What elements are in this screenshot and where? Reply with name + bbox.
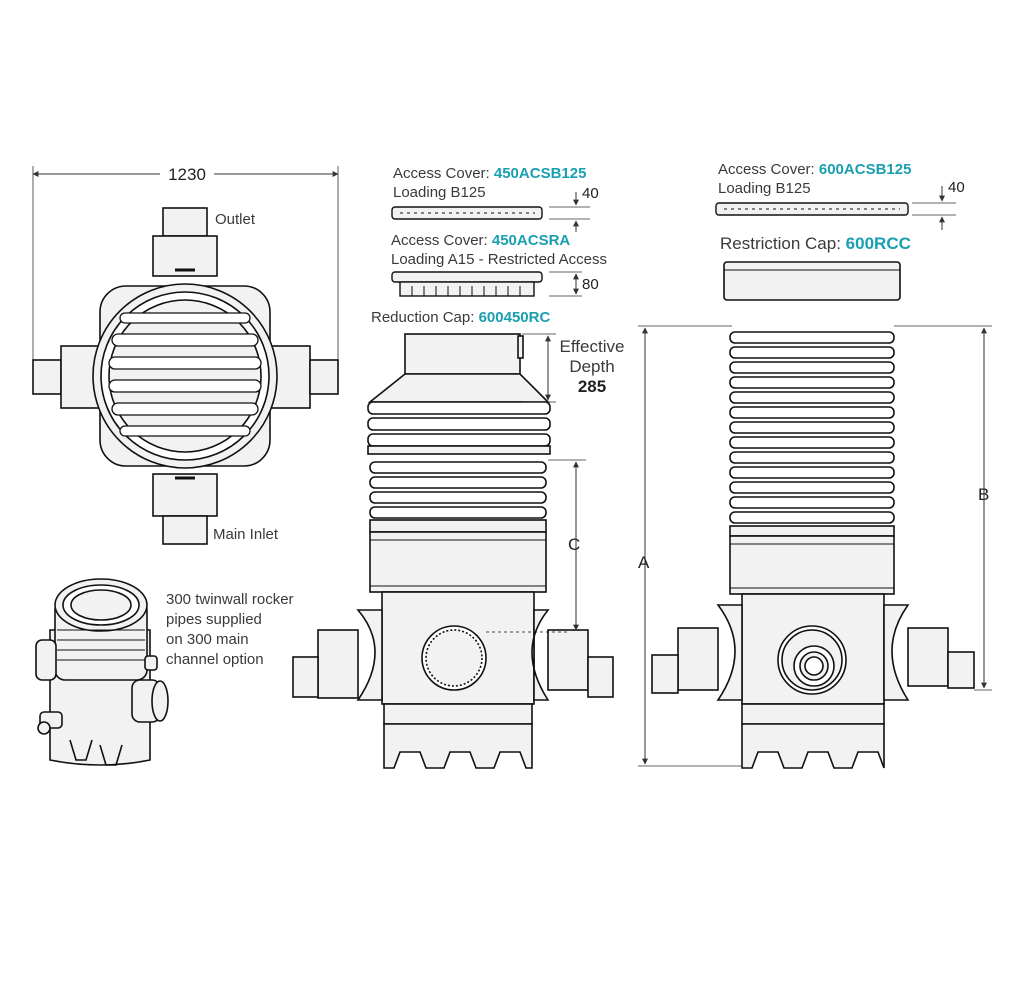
dim-c-label: C [568,535,580,554]
dim-a-label: A [638,553,650,572]
cover-450-b125-loading: Loading B125 [393,184,486,201]
note-line-4: channel option [166,651,264,668]
cover-450-b125-title: Access Cover: 450ACSB125 [393,165,586,182]
iso-view [35,578,169,766]
outlet-label: Outlet [215,211,256,228]
restriction-cap-title: Restriction Cap: 600RCC [720,234,911,253]
width-dimension-label: 1230 [168,165,206,184]
cover-450-b125 [391,206,543,220]
dim-b-label: B [978,485,989,504]
cover-450-a15-title: Access Cover: 450ACSRA [391,232,570,249]
plan-view [32,166,339,545]
note-line-2: pipes supplied [166,611,262,628]
cover-450-a15-loading: Loading A15 - Restricted Access [391,251,607,268]
cover-450-a15 [391,271,543,297]
cover-600 [715,202,909,216]
effective-depth-line1: Effective [560,337,625,356]
effective-depth-line2: Depth [569,357,614,376]
chamber-450-body [292,333,614,769]
effective-depth-value: 285 [578,377,606,396]
cover-600-dim: 40 [948,179,965,196]
cover-450-a15-dim: 80 [582,276,599,293]
main-inlet-label: Main Inlet [213,526,279,543]
cover-600-loading: Loading B125 [718,180,811,197]
restriction-cap-600 [723,261,901,301]
cover-450-b125-dim: 40 [582,185,599,202]
note-line-3: on 300 main [166,631,249,648]
chamber-600-body [651,331,975,769]
reduction-cap-title: Reduction Cap: 600450RC [371,309,550,326]
cover-600-title: Access Cover: 600ACSB125 [718,161,911,178]
note-line-1: 300 twinwall rocker [166,591,294,608]
